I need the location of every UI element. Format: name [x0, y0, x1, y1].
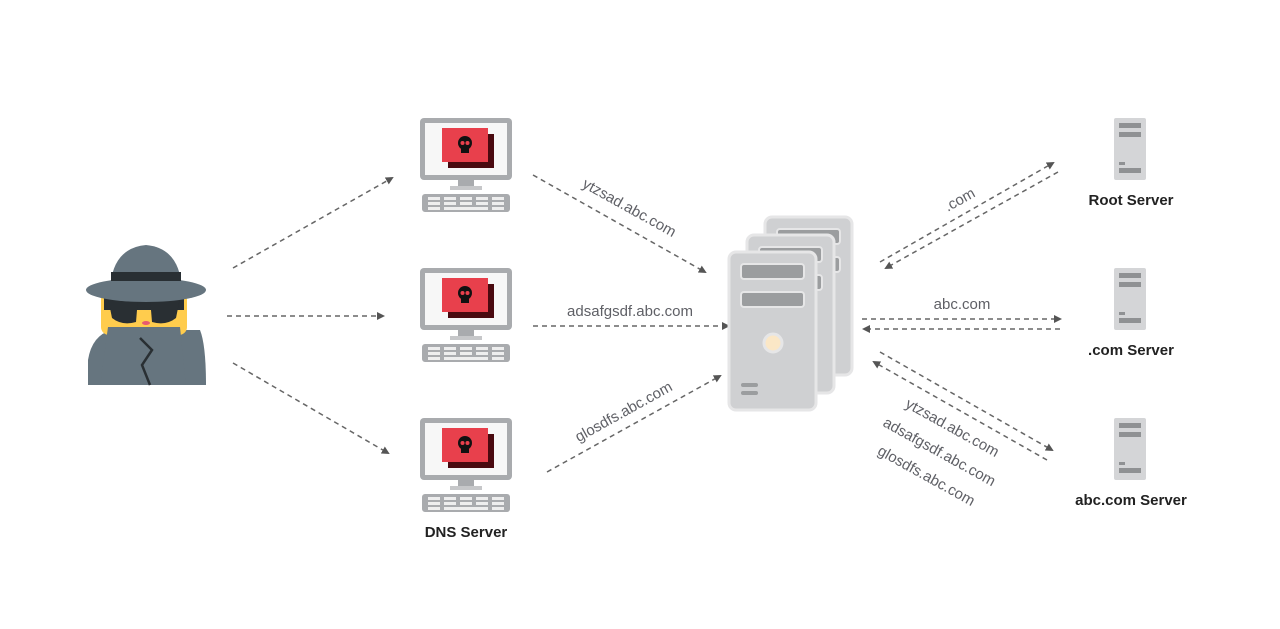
- root-request-arrow: [879, 162, 1055, 263]
- root-response-label: .com: [941, 185, 978, 216]
- attack-arrow-1: [232, 177, 394, 269]
- abc-request-arrow: [879, 351, 1054, 451]
- com-server-icon: [1114, 268, 1146, 330]
- root-server-label: Root Server: [1088, 192, 1173, 209]
- server-stack-icon: [727, 215, 854, 412]
- query-arrow-3: [546, 375, 722, 473]
- infected-host-1-skull-icon: [420, 118, 512, 212]
- attack-arrow-3: [232, 362, 390, 455]
- com-response-label: abc.com: [934, 296, 991, 313]
- root-response-arrow: [884, 171, 1059, 269]
- dns-server-label: DNS Server: [425, 524, 508, 541]
- infected-host-3-skull-icon: [420, 418, 512, 512]
- abc-server-icon: [1114, 418, 1146, 480]
- infected-host-2-skull-icon: [420, 268, 512, 362]
- abc-response-arrow: [872, 361, 1048, 461]
- query-label-2: adsafgsdf.abc.com: [567, 303, 693, 320]
- root-server-icon: [1114, 118, 1146, 180]
- query-arrow-1: [532, 174, 707, 273]
- query-label-1: ytzsad.abc.com: [579, 175, 678, 240]
- com-server-label: .com Server: [1088, 342, 1174, 359]
- spy-icon: [86, 245, 206, 386]
- abc-server-label: abc.com Server: [1075, 492, 1187, 509]
- query-label-3: glosdfs.abc.com: [572, 378, 675, 445]
